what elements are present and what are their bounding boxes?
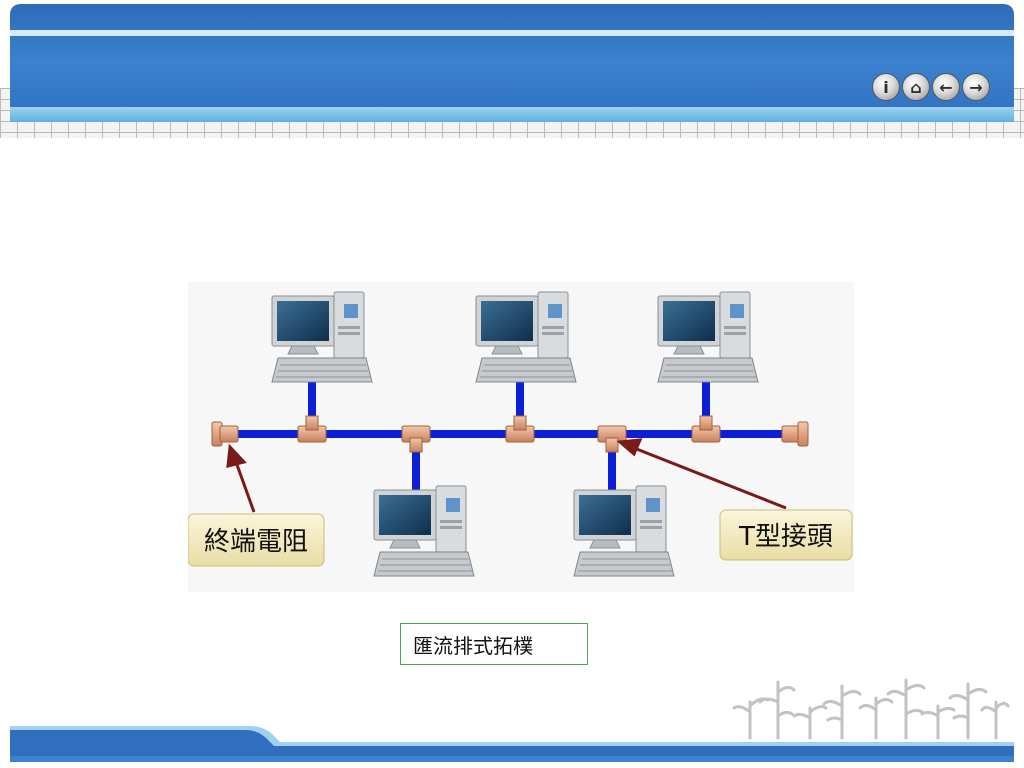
tconnector-label: T型接頭 — [738, 522, 833, 552]
back-glyph: ← — [939, 77, 953, 97]
computer-4 — [373, 485, 475, 577]
bus-topology-diagram: 終端電阻 T型接頭 — [187, 282, 854, 592]
forward-arrow-icon[interactable]: → — [962, 73, 990, 101]
computer-1 — [271, 291, 373, 383]
info-glyph: i — [883, 77, 889, 97]
slide-nav-buttons: i ⌂ ← → — [872, 73, 990, 101]
t-connectors — [297, 415, 721, 453]
back-arrow-icon[interactable]: ← — [932, 73, 960, 101]
slide-footer-bar — [10, 726, 1014, 762]
home-icon[interactable]: ⌂ — [902, 73, 930, 101]
header-bottom-stripe — [10, 107, 1014, 122]
tconnector-label-box — [719, 509, 853, 561]
computer-5 — [573, 485, 675, 577]
info-icon[interactable]: i — [872, 73, 900, 101]
caption-text: 匯流排式拓樸 — [413, 633, 533, 658]
diagram-svg: 終端電阻 T型接頭 — [187, 291, 853, 577]
computer-3 — [657, 291, 759, 383]
forward-glyph: → — [969, 77, 983, 97]
callout-arrows — [226, 438, 787, 513]
terminators — [211, 421, 809, 447]
diagram-caption: 匯流排式拓樸 — [400, 623, 588, 665]
terminator-label: 終端電阻 — [204, 527, 308, 557]
home-glyph: ⌂ — [910, 77, 922, 97]
terminator-label-box — [187, 513, 325, 567]
header-top-stripe — [10, 30, 1014, 36]
computer-2 — [475, 291, 577, 383]
slide-header-bar — [10, 4, 1014, 122]
decorative-plants — [732, 678, 1010, 740]
